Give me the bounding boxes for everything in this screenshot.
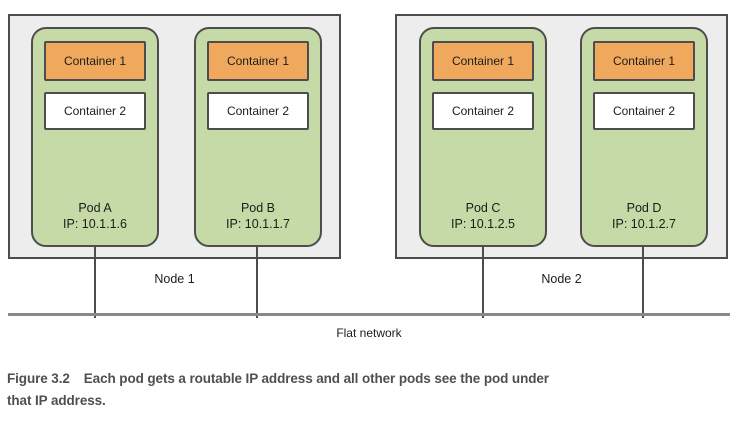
pod-c-network-connector-line (482, 247, 484, 318)
pod-c: Container 1 Container 2 Pod C IP: 10.1.2… (419, 27, 547, 247)
pod-d-name: Pod D (626, 201, 662, 215)
figure-caption-label: Figure 3.2 (7, 371, 70, 386)
pod-a: Container 1 Container 2 Pod A IP: 10.1.1… (31, 27, 159, 247)
pod-c-label: Pod C IP: 10.1.2.5 (421, 200, 545, 232)
pod-b-name: Pod B (240, 201, 276, 215)
pod-c-name: Pod C (465, 201, 501, 215)
pod-d-container-1: Container 1 (593, 41, 695, 81)
pod-b-network-connector-line (256, 247, 258, 318)
pod-d-network-connector-line (642, 247, 644, 318)
pod-b-ip: IP: 10.1.1.7 (226, 217, 290, 231)
figure-caption-line2: that IP address. (7, 393, 106, 408)
pod-b: Container 1 Container 2 Pod B IP: 10.1.1… (194, 27, 322, 247)
pod-c-ip: IP: 10.1.2.5 (451, 217, 515, 231)
pod-a-label: Pod A IP: 10.1.1.6 (33, 200, 157, 232)
pod-d-container-2: Container 2 (593, 92, 695, 130)
pod-a-container-1: Container 1 (44, 41, 146, 81)
pod-b-label: Pod B IP: 10.1.1.7 (196, 200, 320, 232)
flat-network-label: Flat network (336, 326, 402, 340)
figure-caption: Figure 3.2 Each pod gets a routable IP ad… (7, 368, 723, 412)
node-1-label: Node 1 (154, 272, 195, 286)
pod-b-container-2: Container 2 (207, 92, 309, 130)
pod-d-label: Pod D IP: 10.1.2.7 (582, 200, 706, 232)
figure-caption-line1: Each pod gets a routable IP address and … (83, 371, 549, 386)
pod-b-container-1: Container 1 (207, 41, 309, 81)
pod-a-container-2: Container 2 (44, 92, 146, 130)
pod-a-ip: IP: 10.1.1.6 (63, 217, 127, 231)
pod-a-network-connector-line (94, 247, 96, 318)
pod-d: Container 1 Container 2 Pod D IP: 10.1.2… (580, 27, 708, 247)
flat-network-line (8, 313, 730, 316)
node-2-label: Node 2 (541, 272, 582, 286)
pod-d-ip: IP: 10.1.2.7 (612, 217, 676, 231)
pod-c-container-1: Container 1 (432, 41, 534, 81)
pod-a-name: Pod A (78, 201, 112, 215)
pod-c-container-2: Container 2 (432, 92, 534, 130)
